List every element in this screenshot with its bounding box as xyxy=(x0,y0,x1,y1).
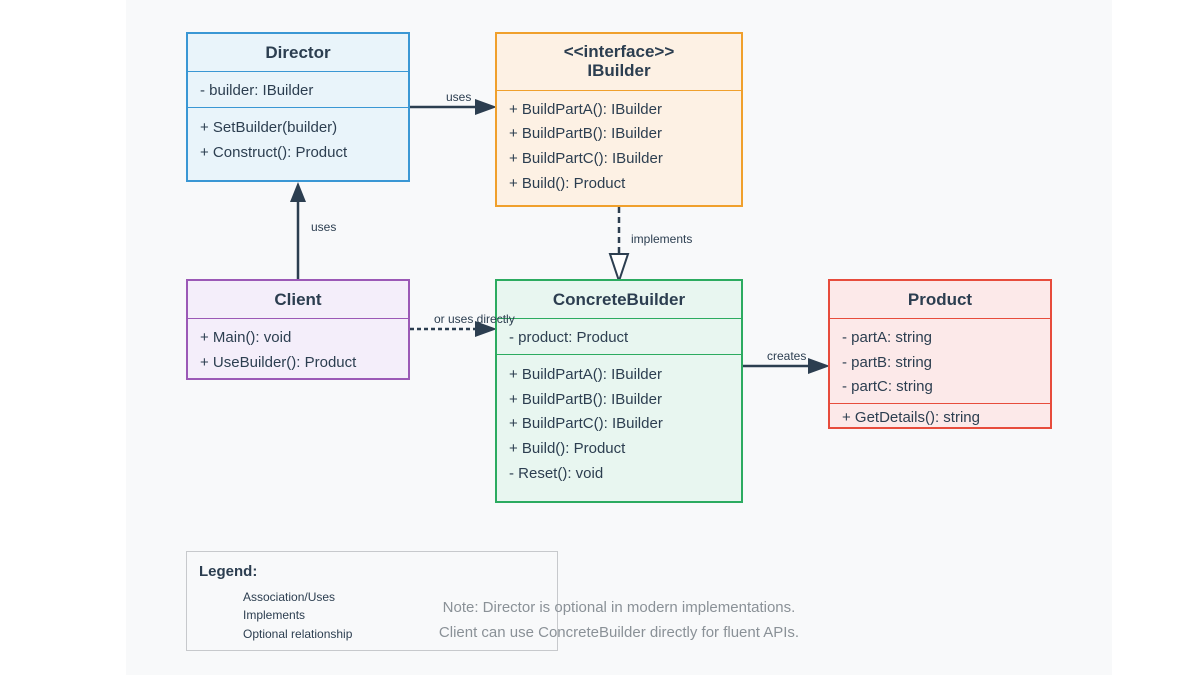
edge-label-client-director: uses xyxy=(311,220,337,234)
method-row: + BuildPartA(): IBuilder xyxy=(509,366,662,383)
arrowhead-client-director xyxy=(290,182,306,202)
legend-title: Legend: xyxy=(199,563,258,580)
divider xyxy=(497,90,741,91)
arrowhead-concrete-ibuilder xyxy=(608,253,630,285)
method-row: + Construct(): Product xyxy=(200,144,348,161)
method-row: + BuildPartC(): IBuilder xyxy=(509,150,663,167)
method-row: + BuildPartC(): IBuilder xyxy=(509,415,663,432)
class-product: Product - partA: string - partB: string … xyxy=(828,279,1052,429)
divider xyxy=(497,354,741,355)
stereotype-label: <<interface>> xyxy=(563,42,675,61)
method-row: - Reset(): void xyxy=(509,465,604,482)
method-row: + Build(): Product xyxy=(509,440,626,457)
divider xyxy=(830,318,1050,319)
legend: Legend: xyxy=(186,551,558,651)
arrowhead-client-concrete xyxy=(475,321,497,337)
method-row: + BuildPartB(): IBuilder xyxy=(509,391,662,408)
divider xyxy=(497,318,741,319)
divider xyxy=(830,403,1050,404)
arrowhead-director-ibuilder xyxy=(475,99,497,115)
attribute-row: - product: Product xyxy=(509,329,629,346)
class-title: IBuilder xyxy=(587,61,651,80)
divider xyxy=(188,318,408,319)
class-title: Director xyxy=(265,43,331,62)
legend-item-association: Association/Uses xyxy=(243,590,336,604)
class-title: Product xyxy=(907,290,973,309)
arrowhead-concrete-product xyxy=(808,358,830,374)
attribute-row: - partA: string xyxy=(842,329,933,346)
edge-label-client-concrete: or uses directly xyxy=(434,312,515,326)
legend-item-optional: Optional relationship xyxy=(243,627,353,641)
method-row: + Build(): Product xyxy=(509,175,626,192)
class-title: ConcreteBuilder xyxy=(552,290,686,309)
interface-ibuilder: <<interface>> IBuilder + BuildPartA(): I… xyxy=(495,32,743,207)
method-row: + SetBuilder(builder) xyxy=(200,119,338,136)
attribute-row: - partC: string xyxy=(842,378,933,395)
method-row: + BuildPartA(): IBuilder xyxy=(509,101,662,118)
edge-label-concrete-ibuilder: implements xyxy=(631,232,693,246)
edge-label-concrete-product: creates xyxy=(767,349,807,363)
attribute-row: - builder: IBuilder xyxy=(200,82,314,99)
divider xyxy=(188,107,408,108)
legend-item-implements: Implements xyxy=(243,608,306,622)
edge-label-director-ibuilder: uses xyxy=(446,90,472,104)
class-title: Client xyxy=(274,290,322,309)
attribute-row: - partB: string xyxy=(842,354,933,371)
class-concrete-builder: ConcreteBuilder - product: Product + Bui… xyxy=(495,279,743,503)
method-row: + GetDetails(): string xyxy=(842,409,980,426)
method-row: + BuildPartB(): IBuilder xyxy=(509,125,662,142)
method-row: + Main(): void xyxy=(200,329,292,346)
divider xyxy=(188,71,408,72)
class-client: Client + Main(): void + UseBuilder(): Pr… xyxy=(186,279,410,380)
note-line-2: Client can use ConcreteBuilder directly … xyxy=(438,624,800,641)
class-director: Director - builder: IBuilder + SetBuilde… xyxy=(186,32,410,182)
method-row: + UseBuilder(): Product xyxy=(200,354,357,371)
note-line-1: Note: Director is optional in modern imp… xyxy=(442,599,796,616)
